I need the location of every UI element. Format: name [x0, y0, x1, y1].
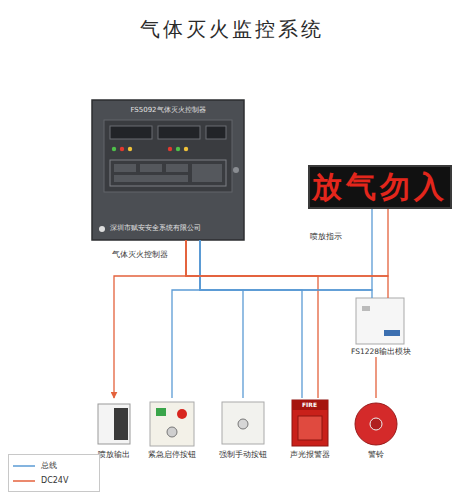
emergency-button: 紧急启停按钮 [142, 398, 202, 460]
spray-indicator-sign: 放气勿入喷放指示 [308, 165, 452, 209]
key [114, 164, 136, 172]
led [120, 147, 124, 151]
device-caption: 气体灭火控制器 [112, 249, 168, 260]
keypad-frame [110, 160, 226, 186]
bell-dome [355, 403, 397, 445]
manual-button: 强制手动按钮 [214, 398, 272, 460]
key [166, 164, 188, 172]
sign-text: 放气勿入 [310, 167, 450, 207]
output-module: FS1228输出模块 [349, 298, 413, 357]
spray-output-icon [98, 404, 130, 444]
legend-text: DC24V [41, 476, 68, 485]
stop-button [177, 409, 187, 419]
bus-wire [200, 240, 243, 398]
key-switch [238, 419, 248, 429]
dc24v-wire [375, 357, 376, 398]
panel-display [110, 126, 152, 139]
maker-logo [99, 226, 105, 232]
dc24v-wire [114, 240, 186, 398]
key [192, 164, 222, 182]
legend-box: 总线 DC24V [8, 454, 100, 492]
diagram-title: 气体灭火监控系统 [0, 16, 464, 43]
device-housing [222, 402, 264, 444]
legend-row: DC24V [13, 473, 95, 488]
device-top-strip [292, 400, 328, 410]
bus-wire [200, 240, 302, 398]
device-part [114, 408, 128, 440]
led [184, 147, 188, 151]
dc24v-wire [186, 209, 388, 276]
legend-line-sample [13, 463, 35, 469]
device-caption: 警铃 [350, 450, 402, 460]
legend-line [13, 480, 35, 482]
panel-housing [92, 100, 244, 240]
bus-wire [200, 209, 372, 290]
output-module-icon [356, 298, 404, 344]
device-housing [98, 404, 130, 444]
strobe-alarm-icon [292, 400, 328, 446]
spray-output: 喷放输出 [90, 398, 138, 460]
led [176, 147, 180, 151]
controller-panel [92, 100, 244, 240]
panel-face [104, 120, 232, 192]
bell-icon [355, 403, 397, 445]
device-housing [150, 402, 194, 446]
module-logo [384, 330, 400, 336]
start-button [156, 408, 166, 416]
controller-panel: FS5092气体灭火控制器深圳市赋安安全系统有限公司 [92, 100, 244, 240]
panel-model: FS5092气体灭火控制器 [92, 105, 244, 115]
legend-line-sample [13, 478, 35, 484]
module-housing [356, 298, 404, 344]
legend-line [13, 465, 35, 467]
legend-row: 总线 [13, 458, 95, 473]
manual-button-icon [222, 402, 264, 444]
dc24v-wire [186, 240, 318, 398]
key [140, 164, 162, 172]
led [128, 147, 132, 151]
alarm-bell: 警铃 [350, 398, 402, 460]
device-caption: 紧急启停按钮 [142, 450, 202, 460]
bus-wire [200, 240, 372, 298]
device-caption: FS1228输出模块 [349, 347, 413, 357]
device-housing [292, 400, 328, 446]
panel-display [158, 126, 200, 139]
legend-text: 总线 [41, 460, 57, 471]
bell-center [370, 418, 382, 430]
strobe-lens [298, 416, 322, 440]
panel-lock [233, 167, 239, 173]
module-led [362, 306, 370, 311]
device-marking: FIRE [302, 401, 317, 408]
maker-name: 深圳市赋安安全系统有限公司 [110, 224, 201, 233]
device-caption: 强制手动按钮 [214, 450, 272, 460]
device-caption: 喷放指示 [310, 231, 342, 242]
emergency-button-icon [150, 402, 194, 446]
led [112, 147, 116, 151]
panel-display [206, 126, 226, 139]
dc24v-wire [186, 240, 388, 298]
led [168, 147, 172, 151]
device-caption: 声光报警器 [282, 450, 338, 460]
key [114, 175, 188, 182]
key-switch [167, 427, 177, 437]
